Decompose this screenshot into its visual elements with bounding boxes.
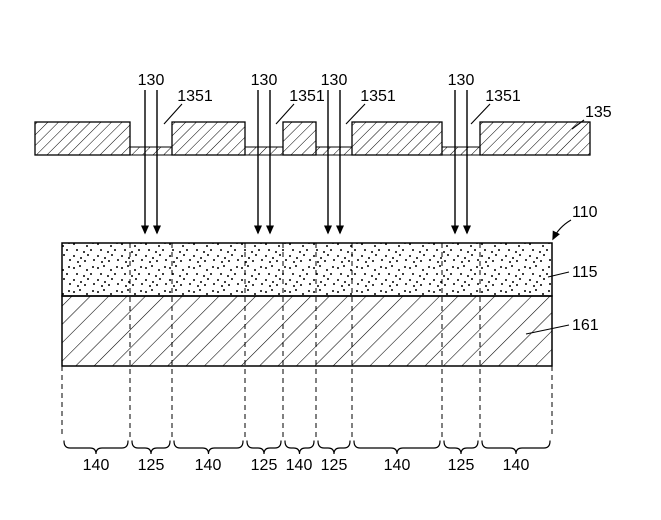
dimension-label: 140	[286, 457, 313, 474]
dimension-brace	[481, 440, 551, 455]
dimension-label: 140	[384, 457, 411, 474]
leader-line	[470, 103, 491, 125]
leader-arrow	[552, 219, 572, 241]
dimension-brace	[353, 440, 441, 455]
mask-opening-thin-region	[441, 146, 481, 156]
hatched-layer	[61, 295, 553, 367]
dimension-label: 125	[251, 457, 278, 474]
mask-label: 135	[585, 104, 612, 121]
leader-line	[571, 119, 585, 130]
light-label: 130	[321, 72, 348, 89]
dimension-brace	[317, 440, 351, 455]
mask-segment	[479, 121, 591, 156]
mask-opening-thin-region	[315, 146, 353, 156]
dimension-label: 140	[195, 457, 222, 474]
leader-line	[547, 271, 570, 278]
opening-label: 1351	[485, 88, 521, 105]
dimension-annotations: 140 125 140 125 140 125 140 125 140	[63, 440, 551, 474]
dimension-brace	[284, 440, 315, 455]
light-label: 130	[138, 72, 165, 89]
mask-opening-thin-region	[244, 146, 284, 156]
bottom-layer-label: 161	[572, 317, 599, 334]
leader-line	[163, 103, 183, 125]
dimension-brace	[246, 440, 282, 455]
stack-label: 110	[572, 204, 598, 221]
dimension-label: 140	[503, 457, 530, 474]
dimension-brace	[131, 440, 171, 455]
mask-opening-labels: 1351 1351 1351 1351	[163, 88, 521, 125]
dimension-brace	[443, 440, 479, 455]
leader-line	[275, 103, 295, 125]
leader-line	[345, 103, 366, 125]
photomask: 135	[34, 104, 612, 156]
dimension-label: 125	[448, 457, 475, 474]
dotted-layer	[61, 242, 553, 297]
dimension-label: 140	[83, 457, 110, 474]
mask-segment	[171, 121, 246, 156]
opening-label: 1351	[177, 88, 213, 105]
opening-label: 1351	[289, 88, 325, 105]
substrate-stack: 110 115 161	[61, 204, 599, 437]
light-label: 130	[251, 72, 278, 89]
dimension-brace	[173, 440, 244, 455]
light-beams: 130 130 130 130	[138, 72, 475, 235]
dimension-brace	[63, 440, 129, 455]
dimension-label: 125	[138, 457, 165, 474]
mask-opening-thin-region	[129, 146, 173, 156]
opening-label: 1351	[360, 88, 396, 105]
mask-segment	[351, 121, 443, 156]
light-label: 130	[448, 72, 475, 89]
leader-line	[525, 324, 570, 335]
dimension-label: 125	[321, 457, 348, 474]
mask-segment	[34, 121, 131, 156]
top-layer-label: 115	[572, 264, 598, 281]
mask-segment	[282, 121, 317, 156]
